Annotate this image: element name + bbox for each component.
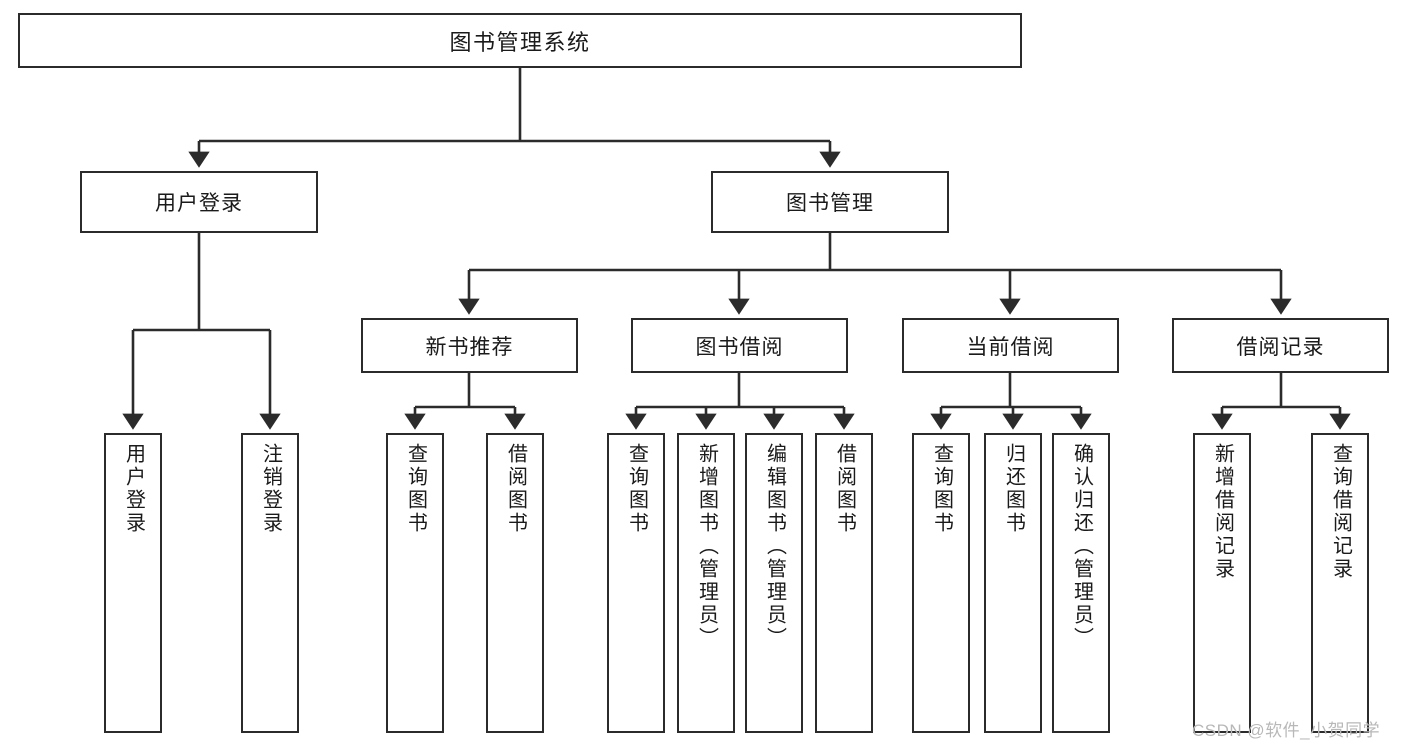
node-new-book-recommend[interactable]: 新书推荐 <box>361 318 578 373</box>
leaf-user-login[interactable]: 用户登录 <box>104 433 162 733</box>
leaf-borrow-book-1[interactable]: 借阅图书 <box>486 433 544 733</box>
watermark: CSDN @软件_小贺同学 <box>1192 721 1381 740</box>
node-book-borrow[interactable]: 图书借阅 <box>631 318 848 373</box>
leaf-add-record[interactable]: 新增借阅记录 <box>1193 433 1251 733</box>
leaf-query-record-label: 查询借阅记录 <box>1329 443 1352 581</box>
leaf-user-logout[interactable]: 注销登录 <box>241 433 299 733</box>
leaf-query-book-1-label: 查询图书 <box>404 443 427 535</box>
node-book-manage[interactable]: 图书管理 <box>711 171 949 233</box>
node-current-borrow-label: 当前借阅 <box>966 335 1055 359</box>
leaf-edit-book-label: 编辑图书（管理员） <box>763 443 786 650</box>
leaf-user-logout-label: 注销登录 <box>259 443 282 535</box>
leaf-borrow-book-2[interactable]: 借阅图书 <box>815 433 873 733</box>
leaf-borrow-book-2-label: 借阅图书 <box>833 443 856 535</box>
node-user-login-label: 用户登录 <box>155 192 243 215</box>
leaf-add-book-label: 新增图书（管理员） <box>695 443 718 650</box>
leaf-query-book-1[interactable]: 查询图书 <box>386 433 444 733</box>
leaf-user-login-label: 用户登录 <box>122 443 145 535</box>
node-book-manage-label: 图书管理 <box>786 192 874 215</box>
leaf-add-record-label: 新增借阅记录 <box>1211 443 1234 581</box>
node-new-book-recommend-label: 新书推荐 <box>425 335 514 359</box>
node-book-borrow-label: 图书借阅 <box>695 335 784 359</box>
leaf-confirm-return[interactable]: 确认归还（管理员） <box>1052 433 1110 733</box>
leaf-query-book-2[interactable]: 查询图书 <box>607 433 665 733</box>
leaf-confirm-return-label: 确认归还（管理员） <box>1070 443 1093 650</box>
node-root[interactable]: 图书管理系统 <box>18 13 1022 68</box>
leaf-query-book-3-label: 查询图书 <box>930 443 953 535</box>
leaf-query-book-3[interactable]: 查询图书 <box>912 433 970 733</box>
node-root-label: 图书管理系统 <box>449 29 591 55</box>
leaf-return-book[interactable]: 归还图书 <box>984 433 1042 733</box>
leaf-return-book-label: 归还图书 <box>1002 443 1025 535</box>
node-user-login[interactable]: 用户登录 <box>80 171 318 233</box>
node-borrow-record-label: 借阅记录 <box>1236 335 1325 359</box>
node-current-borrow[interactable]: 当前借阅 <box>902 318 1119 373</box>
leaf-edit-book[interactable]: 编辑图书（管理员） <box>745 433 803 733</box>
node-borrow-record[interactable]: 借阅记录 <box>1172 318 1389 373</box>
leaf-borrow-book-1-label: 借阅图书 <box>504 443 527 535</box>
leaf-add-book[interactable]: 新增图书（管理员） <box>677 433 735 733</box>
leaf-query-record[interactable]: 查询借阅记录 <box>1311 433 1369 733</box>
leaf-query-book-2-label: 查询图书 <box>625 443 648 535</box>
